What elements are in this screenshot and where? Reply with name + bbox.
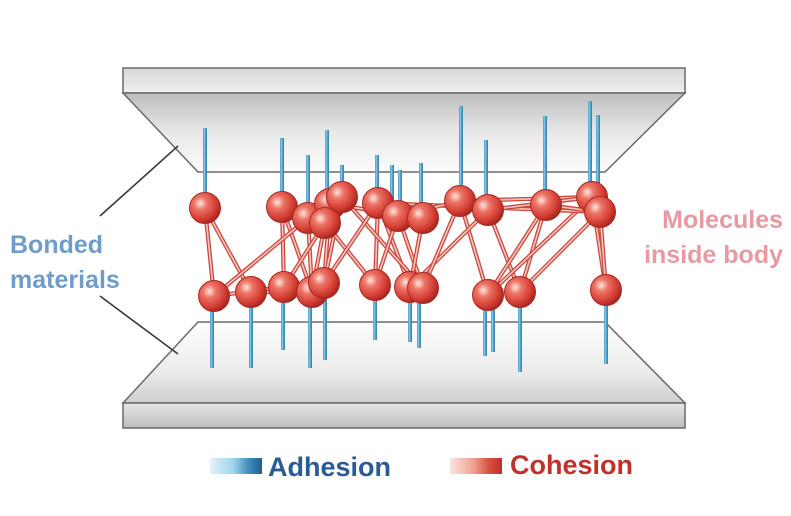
molecule — [308, 267, 340, 299]
bonded-materials-label: Bonded materials — [10, 228, 120, 298]
cohesion-bond-highlight — [519, 211, 601, 293]
bottom-bonded-plate — [121, 321, 687, 429]
cohesion-bond-highlight — [487, 204, 547, 296]
bonded-label-line-1: Bonded — [10, 231, 104, 259]
molecule — [198, 280, 230, 312]
molecule — [407, 272, 439, 304]
cohesion-bond-highlight — [213, 217, 309, 297]
adhesion-legend-label: Adhesion — [268, 452, 392, 482]
bonded-label-line-2: materials — [10, 266, 120, 294]
molecule — [584, 196, 616, 228]
molecules-inside-body-label: Molecules inside body — [644, 203, 783, 273]
molecule — [235, 276, 267, 308]
top-bonded-plate — [121, 67, 687, 173]
molecule — [472, 279, 504, 311]
pointer-line-bottom — [99, 295, 179, 355]
molecule — [189, 192, 221, 224]
molecules-label-line-1: Molecules — [662, 206, 783, 234]
molecule — [444, 185, 476, 217]
molecule — [504, 276, 536, 308]
molecule — [530, 189, 562, 221]
pointer-line-top — [99, 145, 179, 217]
cohesion-bond-highlight — [323, 202, 379, 284]
molecules — [189, 181, 622, 312]
molecule — [268, 271, 300, 303]
cohesion-legend-label: Cohesion — [510, 450, 634, 480]
molecule — [472, 194, 504, 226]
molecule — [359, 269, 391, 301]
molecule — [590, 274, 622, 306]
molecules-label-line-2: inside body — [644, 241, 783, 269]
cohesion-bond-highlight — [459, 200, 489, 296]
cohesion-bond-highlight — [487, 196, 593, 296]
molecule — [326, 181, 358, 213]
molecule — [309, 207, 341, 239]
cohesion-legend-swatch — [450, 458, 502, 474]
molecule — [407, 202, 439, 234]
adhesion-legend-swatch — [210, 458, 262, 474]
